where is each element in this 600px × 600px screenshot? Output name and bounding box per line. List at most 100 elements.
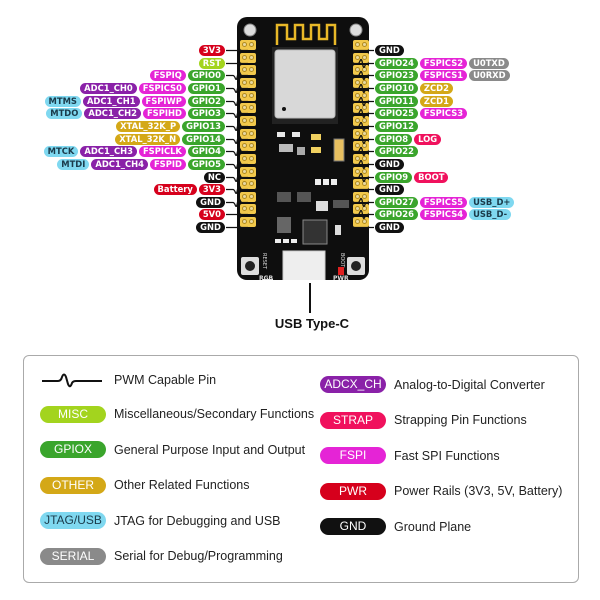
pin-connector-line: [352, 222, 374, 233]
pwm-wave-icon: [352, 172, 374, 183]
pin-tag-nc: NC: [203, 171, 225, 183]
pin-tag-jtag: USB_D+: [469, 196, 515, 208]
legend-description: General Purpose Input and Output: [114, 442, 306, 457]
legend-badge: FSPI: [320, 447, 386, 464]
pin-tag-strap: BOOT: [414, 171, 449, 183]
header-pin: [240, 40, 256, 50]
legend-description: Serial for Debug/Programming: [114, 549, 283, 563]
pin-tag-jtag: USB_D-: [469, 209, 512, 221]
mounting-hole: [349, 23, 363, 37]
pin-tag-fspi: FSPID: [149, 158, 186, 170]
pin-tag-gpio: GPIO1: [187, 82, 225, 94]
legend-badge: GND: [320, 518, 386, 535]
pin-tag-fspi: FSPIHD: [142, 108, 186, 120]
pin-tag-jtag: MTMS: [44, 95, 81, 107]
legend-description: Miscellaneous/Secondary Functions: [114, 407, 315, 421]
legend-pwm-label: PWM Capable Pin: [114, 373, 217, 387]
pin-tag-adc: ADC1_CH0: [80, 82, 137, 94]
pwm-wave-icon: [352, 96, 374, 107]
usb-c-connector: [282, 250, 326, 280]
pin-tag-gpio: GPIO27: [375, 196, 418, 208]
pin-tag-gnd: GND: [196, 196, 225, 208]
pin-tag-gnd: GND: [375, 158, 404, 170]
header-pin: [353, 77, 369, 88]
header-pin: [353, 204, 369, 215]
pwm-wave-icon: [352, 108, 374, 119]
header-pin: [240, 52, 256, 63]
legend-badge: OTHER: [40, 476, 106, 494]
pwm-wave-icon: [226, 134, 248, 145]
header-pin: [353, 52, 369, 63]
header-pin: [240, 204, 256, 215]
pwm-wave-icon: [352, 83, 374, 94]
pin-tag-gnd: GND: [375, 184, 404, 196]
pwm-wave-icon: [226, 96, 248, 107]
pin-tag-gpio: GPIO26: [375, 209, 418, 221]
pwm-wave-icon: [226, 121, 248, 132]
pin-tag-gpio: GPIO11: [375, 95, 418, 107]
legend-description: Strapping Pin Functions: [394, 413, 527, 427]
pwm-wave-icon: [352, 146, 374, 157]
pin-tag-fspi: FSPIWP: [141, 95, 186, 107]
pin-tag-adc: ADC1_CH1: [82, 95, 140, 107]
pin-tag-gpio: GPIO4: [187, 146, 225, 158]
pin-tag-fspi: FSPICS1: [419, 70, 468, 82]
board-graphic: [241, 23, 365, 280]
smd-components: [275, 132, 349, 245]
pin-tag-gpio: GPIO8: [375, 133, 413, 145]
legend-description: Ground Plane: [394, 519, 472, 534]
legend-description: JTAG for Debugging and USB: [114, 513, 281, 528]
pin-row: GND: [195, 196, 248, 208]
pwm-wave-icon: [42, 373, 102, 388]
pwm-wave-icon: [226, 197, 248, 208]
header-pin: [353, 217, 369, 228]
pin-tag-fspi: FSPIQ: [149, 70, 186, 82]
pin-row: 3V3: [198, 45, 248, 56]
header-pin: [240, 141, 256, 152]
pin-row: 5V0: [198, 209, 248, 221]
header-pin: [240, 77, 256, 88]
rf-shield: [274, 49, 336, 119]
header-pin: [353, 153, 369, 164]
legend-badge: SERIAL: [40, 547, 106, 565]
right-pin-header: [353, 40, 369, 233]
pin-tag-adc: ADC1_CH2: [84, 108, 141, 120]
pin-tag-serial: U0TXD: [469, 57, 509, 69]
header-pin: [353, 191, 369, 202]
pin-tag-pwr: 3V3: [198, 45, 225, 56]
pin-row: NC: [203, 171, 248, 183]
pin-tag-gpio: GPIO12: [375, 120, 418, 132]
legend-badge: MISC: [40, 405, 106, 423]
pin-tag-gnd: GND: [375, 45, 404, 56]
pin-tag-gpio: GPIO2: [187, 95, 225, 107]
legend-item-gpio: GPIOX General Purpose Input and Output: [40, 441, 305, 458]
legend-badge: ADCX_CH: [320, 376, 386, 393]
pwm-wave-icon: [226, 184, 248, 195]
pwm-wave-icon: [226, 172, 248, 183]
legend-badge: GPIOX: [40, 441, 106, 458]
pin-tag-gpio: GPIO13: [182, 120, 225, 132]
pin-tag-gnd: GND: [375, 222, 404, 234]
pin-tag-misc: RST: [198, 57, 225, 69]
pin-tag-gpio: GPIO3: [187, 108, 225, 120]
pin-tag-gpio: GPIO14: [182, 133, 225, 145]
legend-item-misc: MISC Miscellaneous/Secondary Functions: [40, 405, 315, 423]
pin-tag-gpio: GPIO10: [375, 82, 418, 94]
pwm-wave-icon: [352, 197, 374, 208]
header-pin: [353, 166, 369, 177]
pin-tag-other: XTAL_32K_P: [116, 120, 181, 132]
header-pin: [240, 179, 256, 190]
